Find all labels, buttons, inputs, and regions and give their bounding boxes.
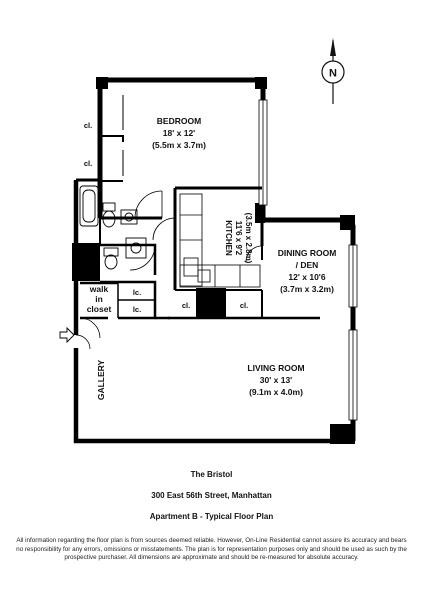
building-address: 300 East 56th Street, Manhattan [151, 491, 272, 500]
interior-walls [76, 95, 320, 320]
stove [197, 269, 211, 283]
dining-name-line2: / DEN [296, 260, 319, 270]
toilet [102, 210, 116, 228]
disclaimer-text: All information regarding the floor plan… [16, 537, 407, 562]
entry-arrow-icon [59, 326, 75, 344]
closet-labels: cl. cl. lc. lc. cl. cl. [84, 121, 248, 314]
living-size-m: (9.1m x 4.0m) [249, 387, 303, 397]
kitchen-name: KITCHEN [224, 220, 233, 256]
bathtub [79, 185, 99, 227]
kitchen-size-m: (3.5m x 2.8m) [244, 213, 253, 264]
kitchen-size-ft: 11'6 x 9'2 [234, 221, 243, 256]
columns [72, 77, 355, 444]
dining-size-m: (3.7m x 3.2m) [280, 284, 334, 294]
closet-label-kitchen-2: cl. [240, 301, 248, 310]
gallery-label: GALLERY [96, 360, 106, 401]
living-size-ft: 30' x 13' [260, 375, 292, 385]
bedroom-name: BEDROOM [157, 116, 201, 126]
dining-label: DINING ROOM / DEN 12' x 10'6 (3.7m x 3.2… [278, 248, 337, 294]
dining-size-ft: 12' x 10'6 [288, 272, 325, 282]
living-name: LIVING ROOM [247, 363, 304, 373]
closet-label-bedroom-1: cl. [84, 121, 92, 130]
plan-title: Apartment B - Typical Floor Plan [149, 512, 274, 521]
windows [258, 99, 358, 421]
walk-in-closet-line1: walk [89, 284, 109, 294]
toilet-tank-2 [103, 247, 119, 257]
walk-in-closet-line3: closet [87, 304, 112, 314]
toilet-tank [102, 202, 116, 212]
linen-closet-label-2: lc. [133, 305, 141, 314]
dining-name-line1: DINING ROOM [278, 248, 337, 258]
living-label: LIVING ROOM 30' x 13' (9.1m x 4.0m) [247, 363, 304, 397]
bath-sink [120, 209, 138, 225]
building-name: The Bristol [190, 470, 233, 479]
kitchen-sink [183, 257, 199, 277]
linen-closet-label-1: lc. [133, 288, 141, 297]
sink-2 [125, 237, 147, 259]
bedroom-size-m: (5.5m x 3.7m) [152, 140, 206, 150]
gallery-name: GALLERY [96, 360, 106, 401]
toilet-2 [104, 254, 118, 270]
bathroom-fixtures [79, 185, 147, 270]
bedroom-label: BEDROOM 18' x 12' (5.5m x 3.7m) [152, 116, 206, 150]
north-arrow-icon: N [321, 38, 345, 104]
closet-label-bedroom-2: cl. [84, 159, 92, 168]
closet-label-kitchen-1: cl. [182, 301, 190, 310]
compass-letter: N [329, 68, 337, 80]
walk-in-closet-line2: in [95, 294, 103, 304]
door-swings [75, 190, 263, 350]
walk-in-closet-label: walk in closet [87, 284, 112, 314]
kitchen-counters [179, 193, 261, 288]
kitchen-label: KITCHEN 11'6 x 9'2 (3.5m x 2.8m) [224, 213, 253, 264]
bedroom-size-ft: 18' x 12' [163, 128, 195, 138]
